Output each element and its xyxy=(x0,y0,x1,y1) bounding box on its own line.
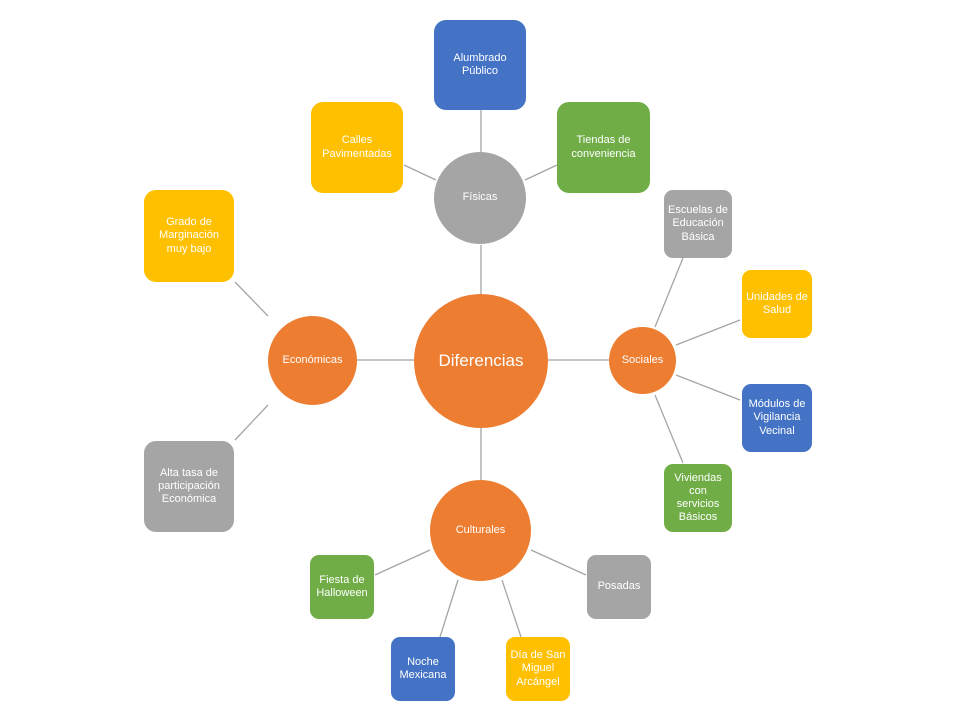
connector-culturales-noche xyxy=(439,579,459,638)
item-tiendas-conveniencia: Tiendas de conveniencia xyxy=(557,102,650,193)
item-grado-marginacion: Grado de Marginación muy bajo xyxy=(144,190,234,282)
connector-sociales-viviendas xyxy=(654,394,684,464)
connector-sociales-unidades xyxy=(675,319,741,346)
item-alumbrado-publico: Alumbrado Público xyxy=(434,20,526,110)
item-posadas: Posadas xyxy=(587,555,651,619)
category-fisicas-label: Físicas xyxy=(462,191,498,204)
connector-fisicas-calles xyxy=(403,164,437,181)
item-viviendas-label: Viviendas con servicios Básicos xyxy=(674,471,722,524)
item-escuelas-label: Escuelas de Educación Básica xyxy=(668,204,728,243)
item-dia-san-miguel: Día de San Miguel Arcángel xyxy=(506,637,570,701)
category-sociales-label: Sociales xyxy=(621,353,664,366)
item-calles-pavimentadas: Calles Pavimentadas xyxy=(311,102,403,193)
item-modulos-vigilancia-label: Módulos de Vigilancia Vecinal xyxy=(748,398,806,437)
category-culturales-label: Culturales xyxy=(455,523,506,536)
category-fisicas: Físicas xyxy=(434,152,526,244)
item-grado-marginacion-label: Grado de Marginación muy bajo xyxy=(159,216,219,255)
category-sociales: Sociales xyxy=(609,327,676,394)
item-participacion-economica-label: Alta tasa de participación Económica xyxy=(158,466,220,506)
item-dia-san-miguel-label: Día de San Miguel Arcángel xyxy=(510,649,566,688)
connector-sociales-modulos xyxy=(675,374,741,401)
item-participacion-economica: Alta tasa de participación Económica xyxy=(144,441,234,532)
category-culturales: Culturales xyxy=(430,480,531,581)
item-escuelas: Escuelas de Educación Básica xyxy=(664,190,732,258)
connector-economicas-participacion xyxy=(234,404,269,441)
category-economicas-label: Económicas xyxy=(282,353,343,366)
category-economicas: Económicas xyxy=(268,316,357,405)
item-alumbrado-publico-label: Alumbrado Público xyxy=(453,51,507,77)
item-calles-pavimentadas-label: Calles Pavimentadas xyxy=(322,134,392,160)
connector-culturales-halloween xyxy=(374,549,431,576)
connector-fisicas-tiendas xyxy=(524,164,558,181)
connector-culturales-posadas xyxy=(530,549,587,576)
item-noche-mexicana-label: Noche Mexicana xyxy=(399,655,447,681)
item-unidades-salud-label: Unidades de Salud xyxy=(746,290,808,316)
item-tiendas-conveniencia-label: Tiendas de conveniencia xyxy=(571,134,636,160)
connector-culturales-sanmiguel xyxy=(501,579,522,638)
item-fiesta-halloween: Fiesta de Halloween xyxy=(310,555,374,619)
item-viviendas: Viviendas con servicios Básicos xyxy=(664,464,732,532)
item-unidades-salud: Unidades de Salud xyxy=(742,270,812,338)
item-fiesta-halloween-label: Fiesta de Halloween xyxy=(316,573,368,599)
center-label: Diferencias xyxy=(438,350,524,370)
center-node: Diferencias xyxy=(414,294,548,428)
connector-economicas-marginacion xyxy=(234,281,269,317)
item-posadas-label: Posadas xyxy=(597,580,641,593)
item-noche-mexicana: Noche Mexicana xyxy=(391,637,455,701)
item-modulos-vigilancia: Módulos de Vigilancia Vecinal xyxy=(742,384,812,452)
connector-sociales-escuelas xyxy=(654,257,684,328)
